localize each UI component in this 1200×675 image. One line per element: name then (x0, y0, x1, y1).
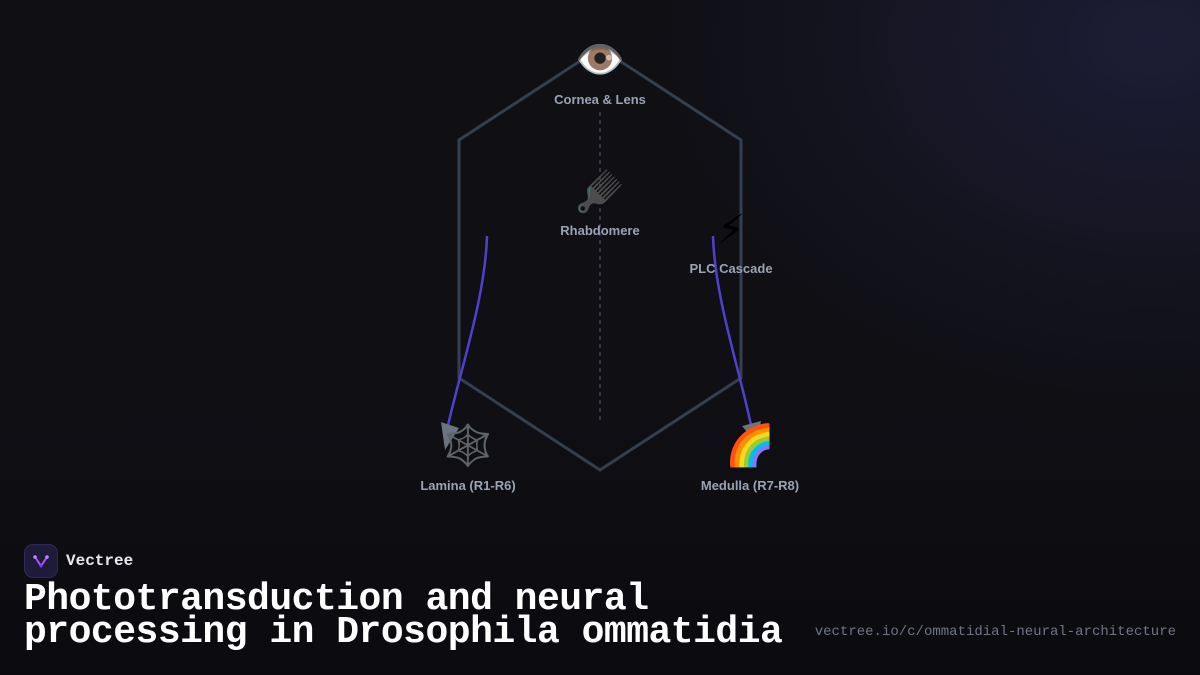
node-rhabdomere: 🪮 Rhabdomere (560, 168, 639, 238)
edge-rhabdomere-lamina (444, 235, 489, 435)
node-label: Medulla (R7-R8) (701, 478, 799, 493)
lightning-icon: ⚡ (717, 207, 745, 253)
arrowhead-medulla (742, 421, 761, 444)
vectree-logo-icon (24, 544, 58, 578)
node-lamina: 🕸️ Lamina (R1-R6) (420, 422, 515, 493)
eye-icon: 👁️ (575, 37, 625, 83)
rainbow-icon: 🌈 (725, 421, 775, 469)
node-label: Cornea & Lens (554, 92, 646, 107)
page-title: Phototransduction and neural processing … (24, 578, 783, 654)
node-medulla: 🌈 Medulla (R7-R8) (701, 421, 799, 493)
comb-icon: 🪮 (575, 168, 625, 215)
brand-name: Vectree (66, 552, 134, 570)
arrowhead-lamina (441, 422, 459, 450)
node-cornea: 👁️ Cornea & Lens (554, 37, 646, 107)
web-icon: 🕸️ (443, 422, 493, 469)
source-url[interactable]: vectree.io/c/ommatidial-neural-architect… (814, 624, 1176, 640)
node-label: Lamina (R1-R6) (420, 478, 515, 493)
edge-plc-medulla (711, 235, 754, 431)
hexagon-outline (457, 46, 743, 472)
node-label: PLC Cascade (689, 261, 772, 276)
node-label: Rhabdomere (560, 223, 639, 238)
node-plc: ⚡ PLC Cascade (689, 207, 772, 276)
brand: Vectree (24, 544, 133, 578)
